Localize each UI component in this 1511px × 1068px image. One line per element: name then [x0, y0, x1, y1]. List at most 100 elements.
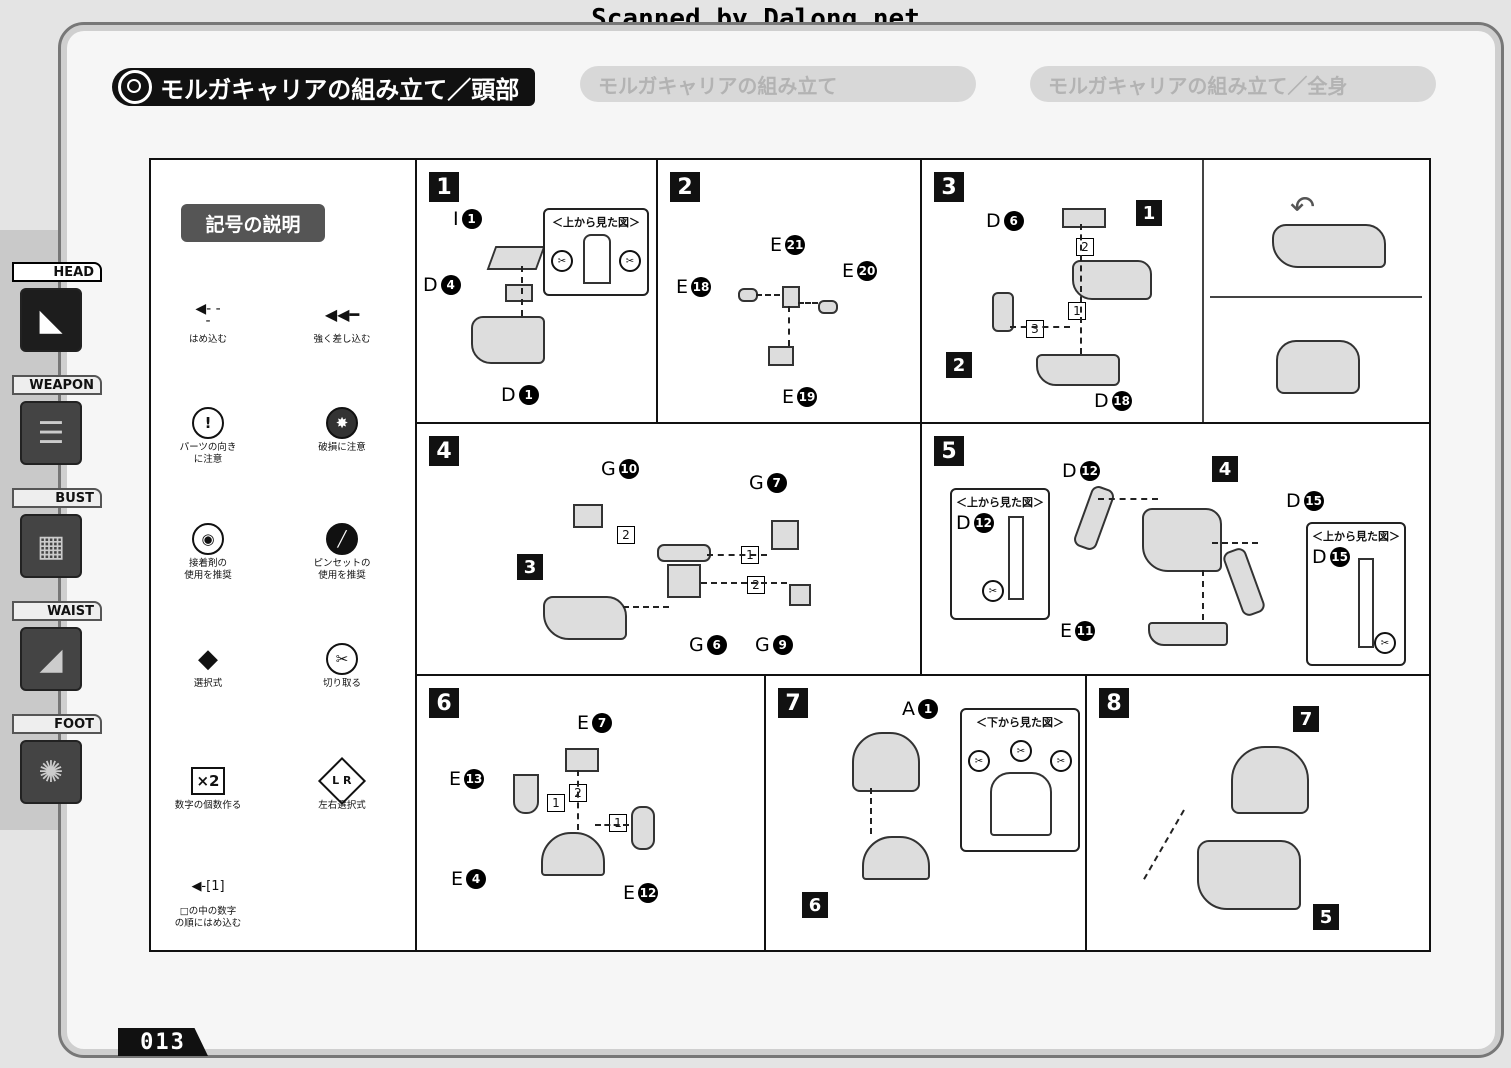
legend-text: 強く差し込む: [313, 334, 371, 345]
legend-text: 接着剤の 使用を推奨: [184, 558, 232, 581]
tab-foot[interactable]: FOOT ✺: [12, 714, 104, 814]
tab-weapon[interactable]: WEAPON ☰: [12, 375, 104, 475]
view-title: ＜上から見た図＞: [956, 496, 1044, 509]
step-number: 7: [778, 688, 808, 718]
tab-bust[interactable]: BUST ▦: [12, 488, 104, 588]
part-shape-side: [631, 806, 655, 850]
part-shape-left-jaw: [1071, 483, 1117, 553]
view-title: ＜下から見た図＞: [976, 716, 1064, 729]
assembly-arrow: [1010, 326, 1070, 328]
part-sprue: D: [1062, 460, 1077, 482]
assembly-arrow: [1202, 570, 1204, 620]
bust-icon: ▦: [20, 514, 82, 578]
zoids-emblem-icon: [118, 70, 152, 104]
part-shape-base: [1036, 354, 1120, 386]
part-number: 1: [518, 385, 539, 405]
waist-icon: ◢: [20, 627, 82, 691]
glue-icon: ◉: [192, 523, 224, 555]
part-shape-lower-jaw: [1148, 622, 1228, 646]
part-shape-helmet: [852, 732, 920, 792]
tab-label: WAIST: [12, 601, 102, 621]
order-number: 2: [747, 576, 765, 594]
part-number: 4: [440, 275, 461, 295]
part-shape-core: [782, 286, 800, 308]
part-shape-arch: [541, 832, 605, 876]
cut-icon: ✂: [551, 250, 573, 272]
assembly-arrow: [798, 302, 818, 304]
part-sprue: G: [755, 634, 770, 656]
tab-head[interactable]: HEAD ◣: [12, 262, 104, 362]
numbered-order-icon: ◀-[1]: [191, 879, 225, 894]
assembly-arrow: [1098, 498, 1158, 500]
part-shape-cap: [1062, 208, 1106, 228]
part-sprue: E: [577, 712, 590, 734]
step-number: 4: [429, 436, 459, 466]
part-sprue: G: [689, 634, 704, 656]
step-number: 6: [429, 688, 459, 718]
step-number: 1: [429, 172, 459, 202]
part-sprue: D: [423, 274, 438, 296]
part-number: 11: [1075, 621, 1096, 641]
legend-text: パーツの向き に注意: [179, 442, 237, 465]
sub-assembly-ref: 6: [802, 892, 828, 918]
part-sprue: D: [501, 384, 516, 406]
part-sprue: E: [451, 868, 464, 890]
assembly-arrow: [1080, 224, 1082, 354]
part-sprue: D: [986, 210, 1001, 232]
step-number: 5: [934, 436, 964, 466]
legend-text: ピンセットの 使用を推奨: [313, 558, 371, 581]
part-shape-bracket: [573, 504, 603, 528]
tab-label: BUST: [12, 488, 102, 508]
sub-assembly-ref: 3: [517, 554, 543, 580]
weapon-icon: ☰: [20, 401, 82, 465]
part-number: 12: [973, 513, 994, 533]
sub-assembly-ref: 7: [1293, 706, 1319, 732]
view-title: ＜上から見た図＞: [1312, 530, 1400, 543]
part-shape-top-view: [1358, 558, 1374, 648]
part-number: 12: [638, 883, 659, 903]
part-number: 18: [691, 277, 712, 297]
tab-waist[interactable]: WAIST ◢: [12, 601, 104, 701]
part-number: 13: [464, 769, 485, 789]
tweezers-icon: ╱: [326, 523, 358, 555]
order-number: 1: [1068, 302, 1086, 320]
bottom-view-inset: ＜下から見た図＞ ✂ ✂ ✂: [960, 708, 1080, 852]
order-number: 2: [617, 526, 635, 544]
part-shape-hatch-closed: [1276, 340, 1360, 394]
ghost-title-left: モルガキャリアの組み立て: [580, 66, 976, 102]
cut-icon: ✂: [619, 250, 641, 272]
part-number: 9: [772, 635, 793, 655]
ghost-title-right: モルガキャリアの組み立て／全身: [1030, 66, 1436, 102]
sub-assembly-ref: 2: [946, 352, 972, 378]
part-number: 7: [766, 473, 787, 493]
part-shape-arm: [818, 300, 838, 314]
assembly-arrow: [707, 554, 767, 556]
order-number: 3: [1026, 320, 1044, 338]
part-sprue: D: [956, 512, 971, 534]
page-title: モルガキャリアの組み立て／頭部: [112, 68, 536, 106]
part-sprue: E: [623, 882, 636, 904]
part-shape-cap: [565, 748, 599, 772]
part-sprue: E: [842, 260, 855, 282]
assembly-arrow: [595, 824, 629, 826]
part-sprue: E: [1060, 620, 1073, 642]
part-shape-peg: [789, 584, 811, 606]
cut-icon: ✂: [1374, 632, 1396, 654]
part-shape-top-view: [583, 234, 611, 284]
part-sprue: E: [782, 386, 795, 408]
part-shape-arch: [862, 836, 930, 880]
